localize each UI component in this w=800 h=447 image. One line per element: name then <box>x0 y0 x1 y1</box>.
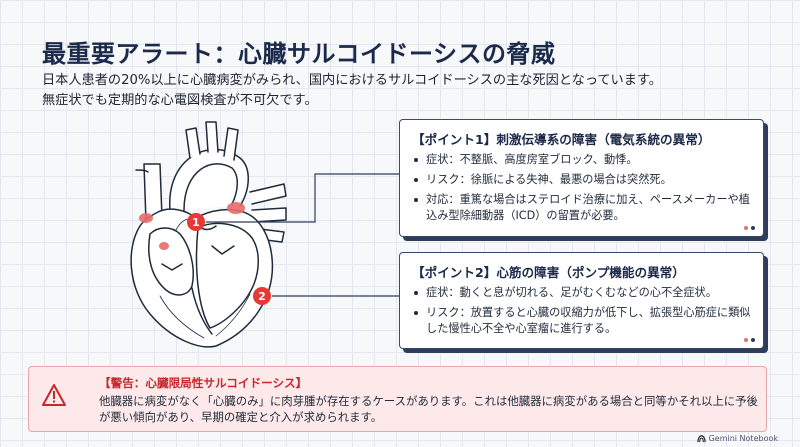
heart-marker-2-label: 2 <box>258 290 266 303</box>
heart-marker-2 <box>253 287 271 305</box>
point1-list: 症状：不整脈、高度房室ブロック、動悸。 リスク：徐脈による失神、最悪の場合は突然… <box>414 152 751 228</box>
heart-illustration: 1 2 <box>130 121 287 348</box>
intro-text: 日本人患者の20%以上に心臓病変がみられ、国内におけるサルコイドーシスの主な死因… <box>42 71 762 111</box>
footer-brand: Gemini Notebook <box>696 434 778 443</box>
footer-brand-label: Gemini Notebook <box>708 434 778 443</box>
intro-line-2: 無症状でも定期的な心電図検査が不可欠です。 <box>42 93 318 108</box>
heart-marker-1-label: 1 <box>192 216 200 229</box>
warning-title: 【警告：心臓限局性サルコイドーシス】 <box>99 376 308 390</box>
warning-icon <box>42 384 66 406</box>
point2-item: 症状：動くと息が切れる、足がむくむなどの心不全症状。 <box>414 285 751 301</box>
warning-box: 【警告：心臓限局性サルコイドーシス】 他臓器に病変がなく「心臓のみ」に肉芽腫が存… <box>28 366 767 432</box>
point1-card: 【ポイント1】刺激伝導系の障害（電気系統の異常） 症状：不整脈、高度房室ブロック… <box>399 119 764 237</box>
card-dots <box>744 338 755 342</box>
point2-card: 【ポイント2】心筋の障害（ポンプ機能の異常） 症状：動くと息が切れる、足がむくむ… <box>399 252 764 349</box>
heart-marker-1 <box>187 213 205 231</box>
point1-item: 対応：重篤な場合はステロイド治療に加え、ペースメーカーや植込み型除細動器（ICD… <box>414 192 751 224</box>
intro-line-1: 日本人患者の20%以上に心臓病変がみられ、国内におけるサルコイドーシスの主な死因… <box>42 73 662 88</box>
point1-title: 【ポイント1】刺激伝導系の障害（電気系統の異常） <box>412 132 711 147</box>
warning-body: 他臓器に病変がなく「心臓のみ」に肉芽腫が存在するケースがあります。これは他臓器に… <box>99 394 758 424</box>
point1-item: リスク：徐脈による失神、最悪の場合は突然死。 <box>414 172 751 188</box>
notebook-logo-icon <box>696 435 706 443</box>
card-dots <box>744 226 755 230</box>
point2-item: リスク：放置すると心臓の収縮力が低下し、拡張型心筋症に類似した慢性心不全や心室瘤… <box>414 305 751 337</box>
page-title: 最重要アラート：心臓サルコイドーシスの脅威 <box>42 40 556 68</box>
point1-item: 症状：不整脈、高度房室ブロック、動悸。 <box>414 152 751 168</box>
point2-title: 【ポイント2】心筋の障害（ポンプ機能の異常） <box>412 265 685 280</box>
point2-list: 症状：動くと息が切れる、足がむくむなどの心不全症状。 リスク：放置すると心臓の収… <box>414 285 751 341</box>
